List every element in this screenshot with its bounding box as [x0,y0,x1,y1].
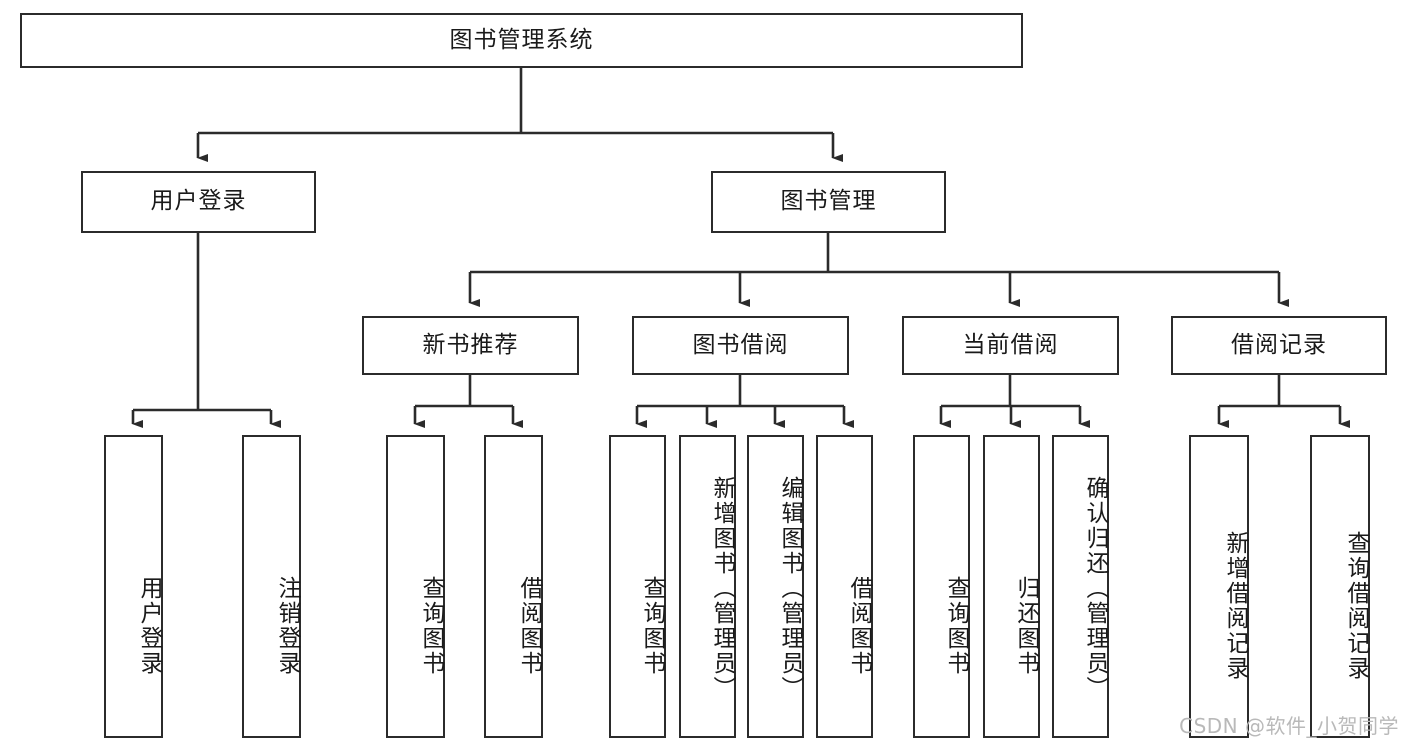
node-leaf-borrow-book-1[interactable]: 借阅图书 [484,435,543,738]
node-leaf-query-book-1-label: 查询图书 [418,575,444,676]
node-leaf-add-record[interactable]: 新增借阅记录 [1189,435,1249,738]
node-root[interactable]: 图书管理系统 [20,13,1023,68]
node-leaf-user-logout-label: 注销登录 [274,575,300,676]
node-leaf-add-book-label: 新增图书（管理员） [709,476,735,701]
node-new-book-rec-label: 新书推荐 [422,331,519,358]
node-leaf-return-book-label: 归还图书 [1013,575,1039,676]
node-leaf-query-book-3[interactable]: 查询图书 [913,435,970,738]
node-user-login-label: 用户登录 [150,188,247,215]
node-leaf-borrow-book-1-label: 借阅图书 [516,575,542,676]
node-book-borrow-label: 图书借阅 [692,331,789,358]
node-leaf-query-record[interactable]: 查询借阅记录 [1310,435,1370,738]
node-borrow-record-label: 借阅记录 [1231,331,1327,358]
node-leaf-confirm-return-label: 确认归还（管理员） [1082,476,1108,701]
watermark: CSDN @软件_小贺同学 [1179,714,1399,738]
node-leaf-query-book-1[interactable]: 查询图书 [386,435,445,738]
node-leaf-return-book[interactable]: 归还图书 [983,435,1040,738]
node-leaf-query-book-2-label: 查询图书 [639,575,665,676]
node-leaf-user-login[interactable]: 用户登录 [104,435,163,738]
node-leaf-add-book[interactable]: 新增图书（管理员） [679,435,736,738]
node-book-borrow[interactable]: 图书借阅 [632,316,849,375]
node-borrow-record[interactable]: 借阅记录 [1171,316,1387,375]
node-leaf-add-record-label: 新增借阅记录 [1222,530,1248,681]
node-current-borrow[interactable]: 当前借阅 [902,316,1119,375]
node-leaf-query-book-2[interactable]: 查询图书 [609,435,666,738]
node-leaf-edit-book[interactable]: 编辑图书（管理员） [747,435,804,738]
node-leaf-borrow-book-2[interactable]: 借阅图书 [816,435,873,738]
node-leaf-edit-book-label: 编辑图书（管理员） [777,476,803,701]
node-leaf-user-login-label: 用户登录 [136,575,162,676]
node-leaf-confirm-return[interactable]: 确认归还（管理员） [1052,435,1109,738]
node-leaf-borrow-book-2-label: 借阅图书 [846,575,872,676]
node-leaf-query-record-label: 查询借阅记录 [1343,530,1369,681]
node-current-borrow-label: 当前借阅 [962,331,1059,358]
node-book-manage-label: 图书管理 [780,188,877,215]
node-leaf-query-book-3-label: 查询图书 [943,575,969,676]
node-new-book-rec[interactable]: 新书推荐 [362,316,579,375]
node-leaf-user-logout[interactable]: 注销登录 [242,435,301,738]
node-book-manage[interactable]: 图书管理 [711,171,946,233]
node-root-label: 图书管理系统 [449,26,594,53]
node-user-login[interactable]: 用户登录 [81,171,316,233]
